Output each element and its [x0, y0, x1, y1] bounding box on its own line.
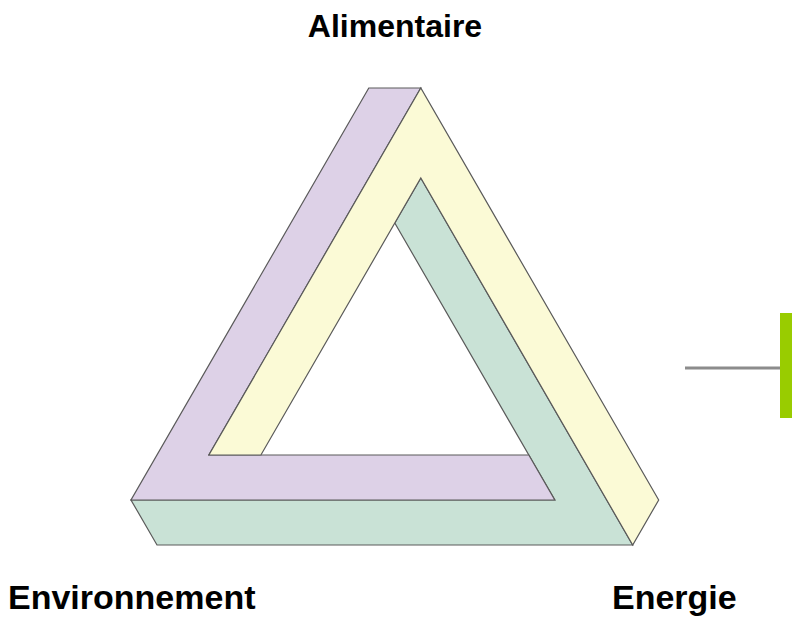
green-marker-bar	[780, 313, 792, 418]
corner-label-left: Environnement	[8, 578, 255, 617]
connector-stub	[685, 367, 782, 370]
corner-label-right: Energie	[612, 578, 737, 617]
triangle-group	[131, 88, 659, 545]
corner-label-top: Alimentaire	[308, 8, 482, 45]
yellow-beam	[209, 88, 659, 545]
